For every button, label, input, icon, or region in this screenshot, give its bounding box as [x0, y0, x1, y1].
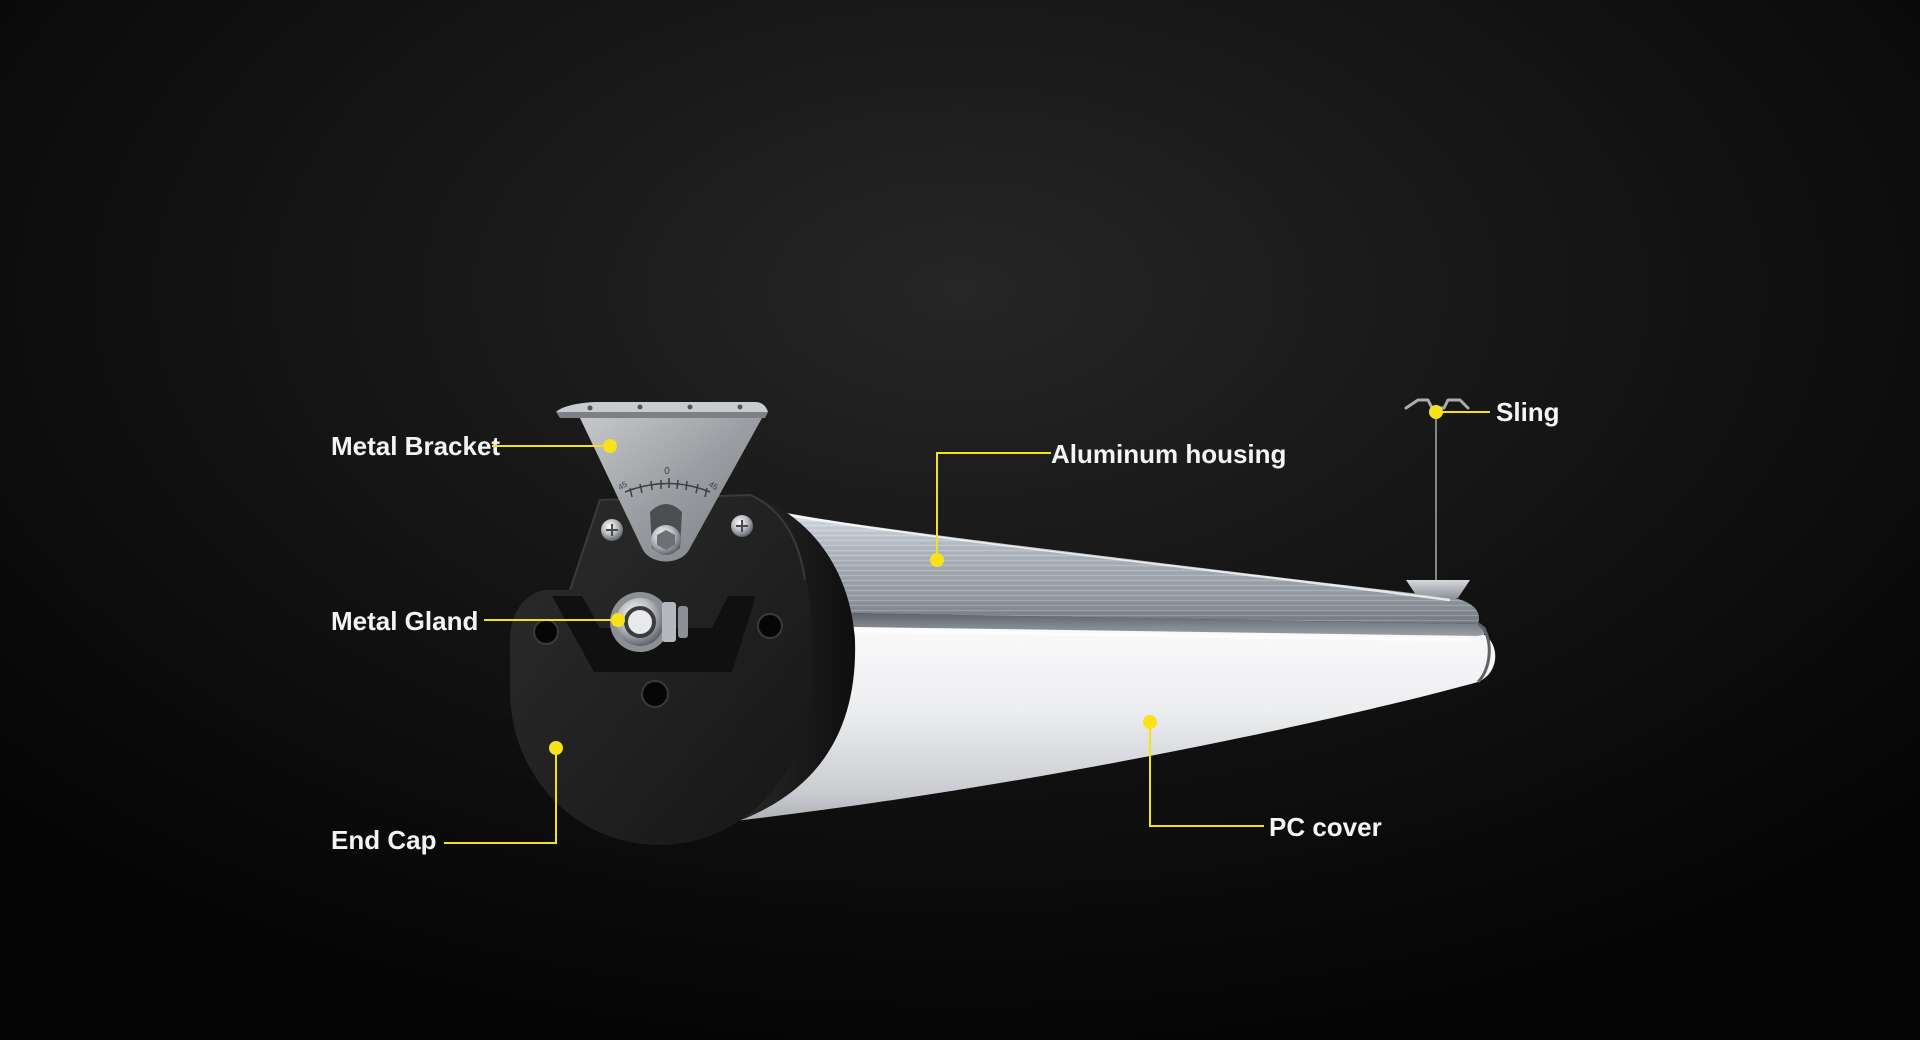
aluminum-housing-ribs — [760, 508, 1480, 624]
light-fixture: 0 45 45 — [510, 398, 1496, 845]
housing-edge-highlight — [779, 512, 1451, 602]
sling-assembly — [1404, 398, 1470, 598]
callout-dot-icon — [549, 741, 563, 755]
callout-dot-icon — [1143, 715, 1157, 729]
end-cap-screws — [601, 515, 753, 541]
bracket-plate — [580, 418, 762, 562]
leader-line — [1149, 722, 1264, 827]
angle-scale-arc — [624, 482, 711, 493]
callout-label-aluminum-housing: Aluminum housing — [1051, 439, 1286, 469]
gland-seal — [624, 606, 656, 638]
gland-thread — [678, 606, 688, 638]
bracket-hole-icon — [687, 404, 693, 410]
leader-line — [936, 452, 1051, 560]
callout-label-metal-bracket: Metal Bracket — [331, 431, 500, 461]
screw-slot-icon — [736, 520, 748, 532]
bracket-hole-icon — [637, 404, 643, 410]
pc-cover-highlight — [789, 628, 1471, 642]
far-end-cap — [1476, 622, 1491, 684]
callout-dot-icon — [1429, 405, 1443, 419]
bracket-hole-icon — [587, 405, 593, 411]
callout-dot-icon — [930, 553, 944, 567]
callout-aluminum-housing: Aluminum housing — [930, 439, 1286, 567]
mounting-hole-icon — [757, 613, 783, 639]
bracket-top-edge — [556, 412, 768, 418]
callout-label-sling: Sling — [1496, 397, 1560, 427]
bracket-hole-icon — [737, 404, 743, 410]
callout-pc-cover: PC cover — [1143, 715, 1382, 842]
callout-metal-bracket: Metal Bracket — [331, 431, 617, 461]
leader-line — [444, 748, 557, 844]
callout-dot-icon — [611, 613, 625, 627]
callout-label-pc-cover: PC cover — [1269, 812, 1382, 842]
end-cap-edge — [569, 493, 806, 591]
callout-dot-icon — [603, 439, 617, 453]
callout-label-metal-gland: Metal Gland — [331, 606, 478, 636]
gland-thread — [662, 602, 676, 642]
callout-sling: Sling — [1429, 397, 1560, 427]
pc-cover — [700, 620, 1496, 825]
housing-seam — [790, 612, 1487, 636]
bracket-top-plate — [556, 402, 768, 412]
metal-gland — [610, 592, 688, 652]
metal-bracket: 0 45 45 — [556, 402, 768, 562]
mounting-hole-icon — [641, 680, 669, 708]
mounting-hole-icon — [533, 619, 559, 645]
screw-slot-icon — [606, 524, 618, 536]
callout-metal-gland: Metal Gland — [331, 606, 625, 636]
sling-hanger — [1406, 580, 1470, 598]
callout-end-cap: End Cap — [331, 741, 563, 855]
callout-label-end-cap: End Cap — [331, 825, 436, 855]
angle-zero-label: 0 — [664, 466, 670, 477]
bracket-hex-socket-icon — [657, 530, 675, 550]
